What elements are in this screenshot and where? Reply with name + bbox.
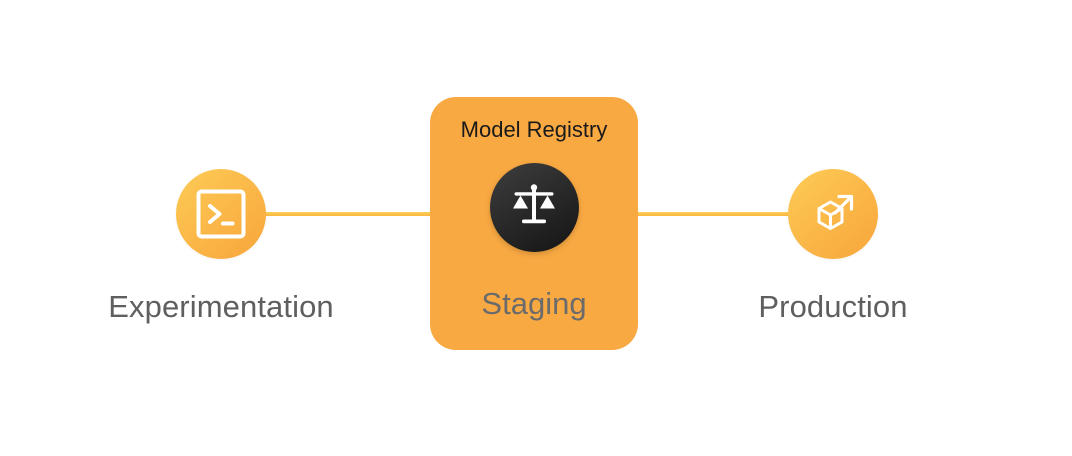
connector-experimentation-to-staging [258, 212, 444, 216]
experimentation-circle[interactable] [176, 169, 266, 259]
stage-label-experimentation: Experimentation [108, 289, 334, 324]
connector-staging-to-production [628, 212, 818, 216]
stage-node-experimentation[interactable]: Experimentation [108, 169, 334, 322]
stage-node-production[interactable]: Production [743, 169, 923, 322]
balance-scales-icon [508, 179, 560, 236]
stage-label-staging: Staging [481, 286, 587, 321]
model-registry-title: Model Registry [460, 117, 608, 142]
stage-label-production: Production [758, 289, 908, 324]
production-circle[interactable] [788, 169, 878, 259]
terminal-icon [194, 187, 248, 241]
staging-circle[interactable] [489, 163, 579, 252]
cube-arrow-icon [805, 186, 861, 242]
model-registry-box[interactable]: Model Registry Staging [430, 97, 638, 350]
